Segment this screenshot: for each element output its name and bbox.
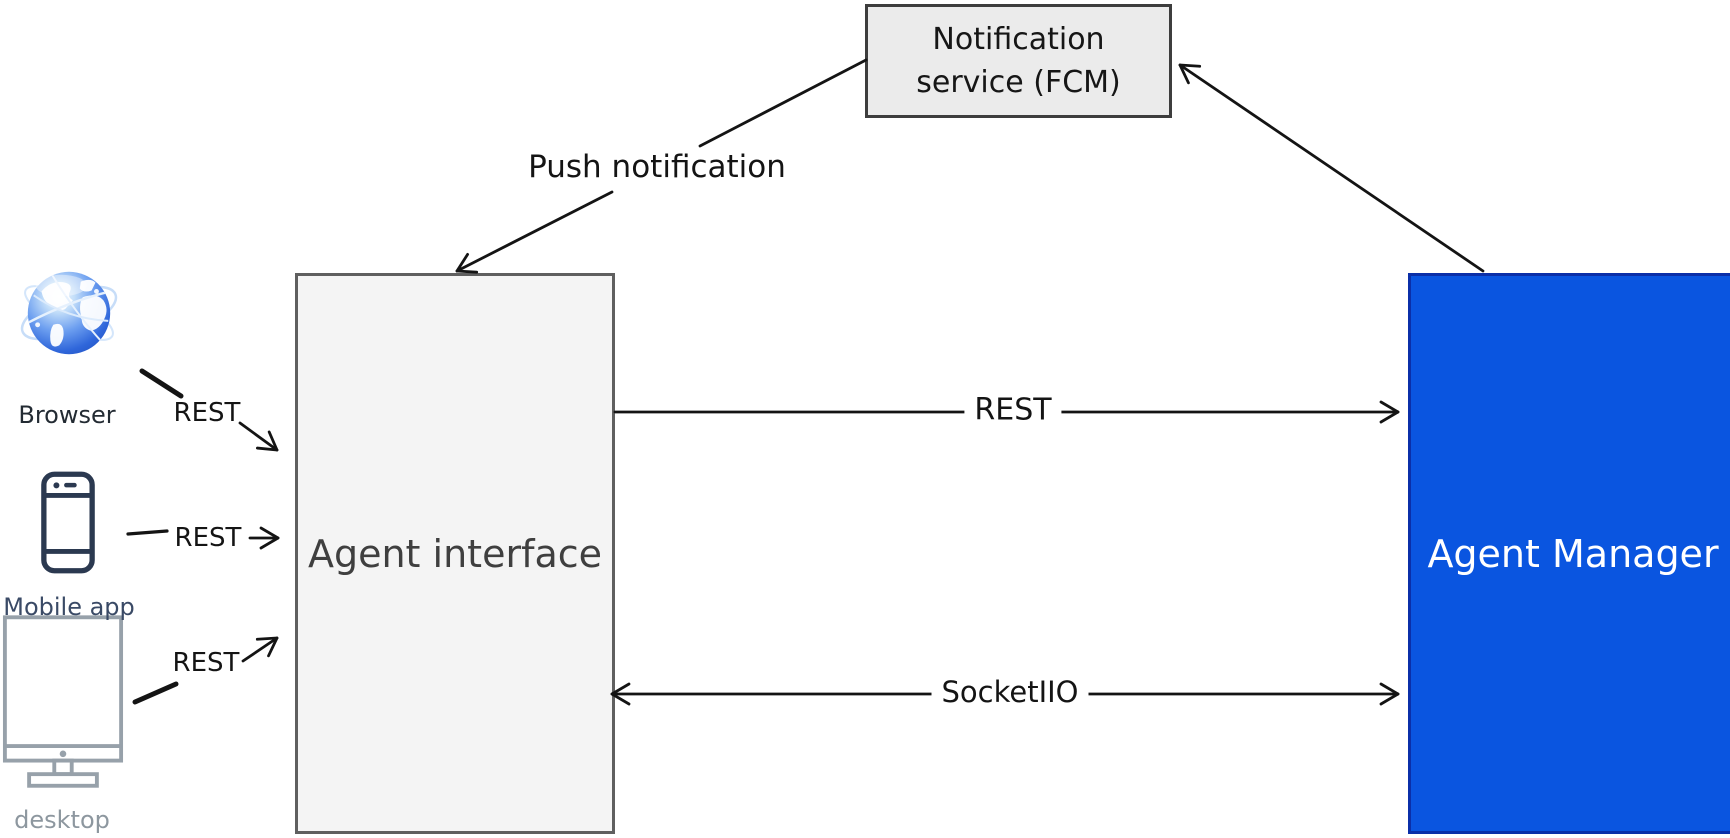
socket-label: SocketIIO bbox=[931, 675, 1089, 709]
manager-to-fcm-arrow bbox=[1178, 63, 1485, 273]
notification-service-label: Notification service (FCM) bbox=[916, 21, 1121, 101]
agent-manager-label: Agent Manager bbox=[1427, 531, 1719, 576]
desktop-label: desktop bbox=[14, 806, 110, 834]
rest-label-desktop: REST bbox=[172, 648, 240, 678]
rest-label-mobile: REST bbox=[174, 523, 242, 553]
agent-interface-node: Agent interface bbox=[295, 273, 615, 834]
desktop-monitor-icon bbox=[2, 615, 124, 788]
rest-label-browser: REST bbox=[173, 398, 241, 428]
browser-label: Browser bbox=[18, 401, 116, 429]
notification-service-node: Notification service (FCM) bbox=[865, 4, 1172, 118]
agent-interface-label: Agent interface bbox=[307, 531, 603, 576]
mobile-app-label: Mobile app bbox=[3, 593, 135, 621]
rest-label-main: REST bbox=[964, 392, 1062, 428]
push-notification-label: Push notification bbox=[528, 149, 786, 185]
agent-manager-node: Agent Manager bbox=[1408, 273, 1730, 834]
browser-globe-icon bbox=[20, 271, 118, 355]
smartphone-icon bbox=[41, 471, 95, 574]
